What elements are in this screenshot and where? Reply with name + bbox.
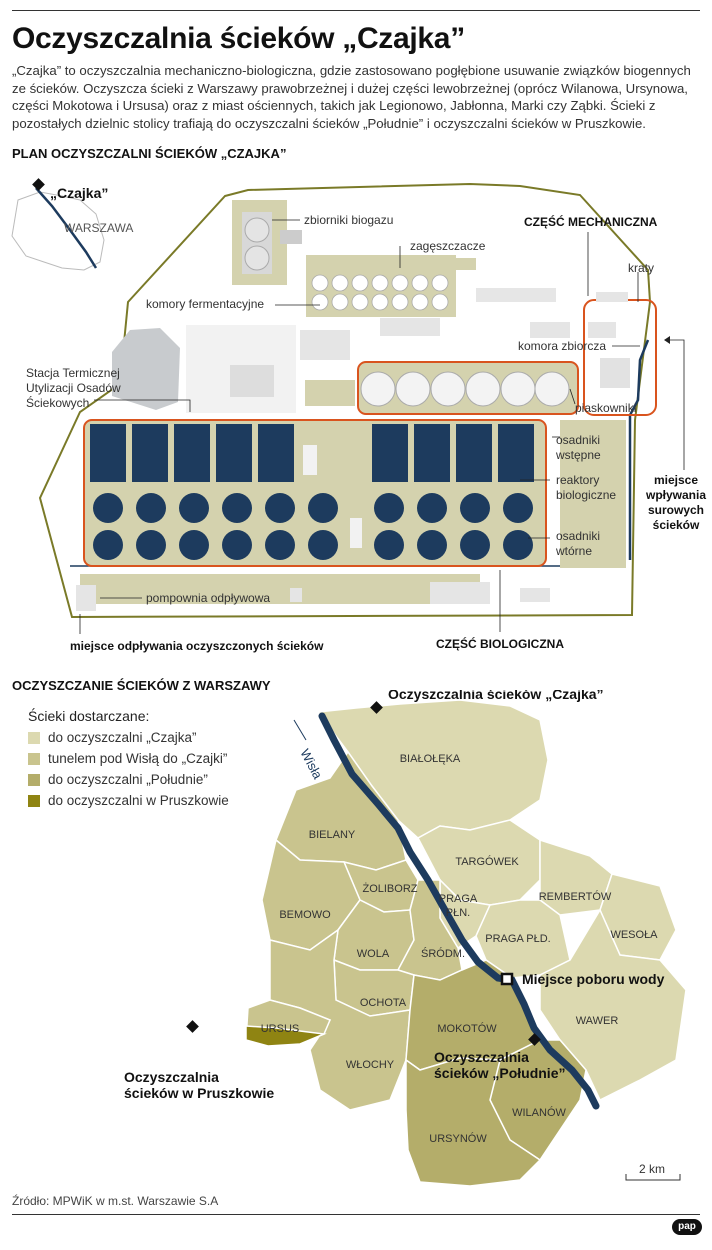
source-note: Źródło: MPWiK w m.st. Warszawie S.A — [12, 1194, 219, 1208]
label-kraty: kraty — [628, 261, 654, 275]
label-wplyw-2: wpływania — [645, 488, 706, 502]
warsaw-inset: „Czajka” WARSZAWA — [11, 178, 133, 271]
bottom-rule — [12, 1214, 700, 1215]
district-label-srodm: ŚRÓDM. — [421, 947, 465, 960]
label-stacja-1: Stacja Termicznej — [26, 366, 120, 380]
label-odplyw: miejsce odpływania oczyszczonych ścieków — [70, 639, 324, 653]
label-wplyw-3: surowych — [648, 503, 704, 517]
label-mechaniczna: CZĘŚĆ MECHANICZNA — [524, 214, 658, 229]
page-title: Oczyszczalnia ścieków „Czajka” — [12, 22, 465, 55]
label-osadniki-wstepne-1: osadniki — [556, 433, 600, 447]
district-label-zoliborz: ŻOLIBORZ — [362, 882, 417, 895]
secondary-settlers — [93, 493, 533, 560]
district-label-wlochy: WŁOCHY — [346, 1059, 395, 1071]
inflow-arrow-icon — [664, 336, 670, 344]
district-ursus-pruszkow — [245, 1025, 327, 1047]
district-label-ursynow: URSYNÓW — [429, 1132, 487, 1145]
inset-warszawa-label: WARSZAWA — [64, 221, 133, 235]
label-zbiorniki: zbiorniki biogazu — [304, 213, 393, 227]
label-pompownia: pompownia odpływowa — [146, 591, 270, 605]
label-stacja-3: Ściekowych — [26, 395, 89, 410]
river-label: Wisła — [297, 746, 326, 782]
place-pobor: Miejsce poboru wody — [522, 971, 665, 987]
district-label-targowek: TARGÓWEK — [455, 855, 519, 868]
intro-text: „Czajka” to oczyszczalnia mechaniczno-bi… — [12, 63, 691, 131]
label-wplyw-4: ścieków — [653, 518, 700, 532]
label-reaktory-2: biologiczne — [556, 488, 616, 502]
legend-title: Ścieki dostarczane: — [28, 708, 150, 724]
district-label-bielany: BIELANY — [309, 829, 356, 841]
district-label-ursus: URSUS — [261, 1023, 300, 1035]
plant-plan: „Czajka” WARSZAWA — [11, 178, 706, 653]
pap-logo: pap — [672, 1219, 702, 1235]
label-wplyw-1: miejsce — [654, 473, 698, 487]
place-czajka: Oczyszczalnia ścieków „Czajka” — [388, 690, 604, 702]
czajka-marker-icon — [32, 178, 45, 191]
label-reaktory-1: reaktory — [556, 473, 599, 487]
label-osadniki-wstepne-2: wstępne — [555, 448, 601, 462]
label-komory: komory fermentacyjne — [146, 297, 264, 311]
map-heading: OCZYSZCZANIE ŚCIEKÓW Z WARSZAWY — [12, 678, 271, 693]
scale-bar — [625, 1174, 681, 1181]
legend-item-pruszkow: do oczyszczalni w Pruszkowie — [28, 793, 229, 808]
place-pruszkow-1: Oczyszczalnia — [124, 1069, 219, 1085]
district-label-praga-pd: PRAGA PŁD. — [485, 933, 550, 945]
inset-czajka-label: „Czajka” — [50, 185, 108, 201]
label-osadniki-wtorne-2: wtórne — [555, 544, 592, 558]
district-label-bialoleka: BIAŁOŁĘKA — [400, 753, 461, 765]
district-label-wilanow: WILANÓW — [512, 1106, 566, 1119]
scale-label: 2 km — [639, 1162, 665, 1176]
place-poludnie-1: Oczyszczalnia — [434, 1049, 529, 1065]
label-biologiczna: CZĘŚĆ BIOLOGICZNA — [436, 636, 564, 651]
district-rembertow — [539, 838, 613, 916]
river-flow-arrow-icon — [293, 719, 307, 741]
place-pruszkow-2: ścieków w Pruszkowie — [124, 1085, 274, 1101]
water-intake-marker-icon — [500, 972, 514, 986]
plan-heading: PLAN OCZYSZCZALNI ŚCIEKÓW „CZAJKA” — [12, 146, 287, 161]
district-ursynow — [405, 1057, 542, 1187]
district-label-wawer: WAWER — [576, 1015, 619, 1027]
district-label-praga-pn-2: PŁN. — [446, 907, 470, 919]
top-rule — [12, 10, 700, 11]
place-poludnie-2: ścieków „Południe” — [434, 1065, 565, 1081]
label-zageszczacze: zagęszczacze — [410, 239, 486, 253]
biological-reactors — [90, 424, 534, 482]
legend-item-tunel: tunelem pod Wisłą do „Czajki” — [28, 751, 227, 766]
district-label-wola: WOLA — [357, 948, 390, 960]
district-label-praga-pn-1: PRAGA — [439, 893, 478, 905]
legend-item-czajka: do oczyszczalni „Czajka” — [28, 730, 197, 745]
legend-item-poludnie: do oczyszczalni „Południe” — [28, 772, 208, 787]
label-piaskowniki: piaskowniki — [575, 401, 636, 415]
district-label-bemowo: BEMOWO — [279, 909, 331, 921]
label-stacja-2: Utylizacji Osadów — [26, 381, 121, 395]
district-label-wesola: WESOŁA — [610, 929, 658, 941]
warsaw-map: Wisła BIAŁOŁĘKA BIELANY TARGÓWEK ŻOLIBOR… — [124, 690, 687, 1187]
label-komora-zbiorcza: komora zbiorcza — [518, 339, 606, 353]
district-label-ochota: OCHOTA — [360, 997, 407, 1009]
label-osadniki-wtorne-1: osadniki — [556, 529, 600, 543]
vistula-river — [318, 712, 600, 1110]
district-label-rembertow: REMBERTÓW — [539, 890, 612, 903]
pruszkow-marker-icon — [186, 1020, 199, 1033]
district-label-mokotow: MOKOTÓW — [437, 1022, 497, 1035]
